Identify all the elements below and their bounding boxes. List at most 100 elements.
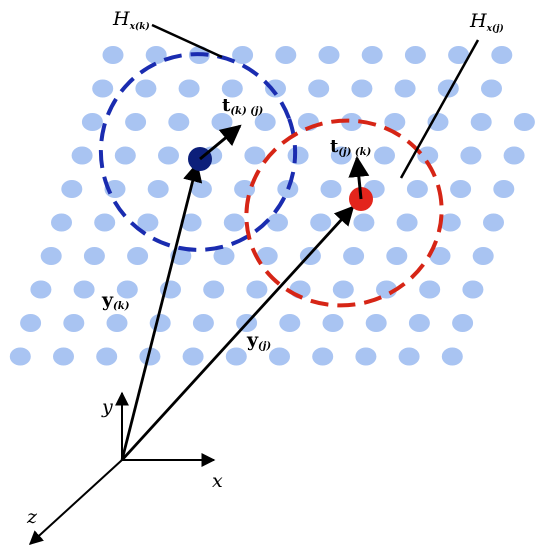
lattice-dot xyxy=(353,213,375,232)
lattice-dot xyxy=(404,46,426,64)
t-jk-vector xyxy=(348,155,370,200)
lattice-dot xyxy=(244,146,266,165)
lattice-dot xyxy=(318,46,340,64)
lattice-dot xyxy=(213,247,235,265)
lattice-dot xyxy=(320,180,342,198)
lattice-dot xyxy=(234,180,256,198)
blue-neighborhood-ellipse xyxy=(98,52,298,252)
lattice-dot xyxy=(20,314,42,332)
lattice-dot xyxy=(30,280,52,299)
label-axis-z: z xyxy=(26,506,38,528)
lattice-dot xyxy=(460,146,482,165)
lattice-dot xyxy=(51,213,72,232)
lattice-dot xyxy=(225,347,247,366)
lattice-dot xyxy=(192,314,214,332)
lattice-dot xyxy=(125,113,147,131)
lattice-dot xyxy=(114,146,136,165)
label-y-k: y(k) xyxy=(101,289,130,312)
label-y-j: y(j) xyxy=(246,329,271,352)
lattice-dot xyxy=(493,180,515,198)
lattice-dot xyxy=(341,113,363,131)
lattice-dot xyxy=(221,79,243,98)
lattice-dot xyxy=(81,113,103,131)
lattice-dot xyxy=(53,347,74,366)
lattice-dot xyxy=(439,213,461,232)
lattice-dot xyxy=(343,247,365,265)
lattice-dot xyxy=(158,146,179,165)
lattice-dot xyxy=(351,79,373,98)
sample-lattice xyxy=(9,46,535,366)
lattice-dot xyxy=(269,347,290,366)
lattice-dot xyxy=(470,113,492,131)
lattice-dot xyxy=(223,213,245,232)
lattice-dot xyxy=(503,146,525,165)
lattice-dot xyxy=(180,213,202,232)
label-h-k: Hx(k) xyxy=(112,8,150,32)
lattice-dot xyxy=(275,46,297,64)
lattice-dot xyxy=(246,280,268,299)
lattice-dot xyxy=(190,180,212,198)
lattice-dot xyxy=(491,46,513,64)
lattice-dot xyxy=(63,314,85,332)
lattice-dot xyxy=(267,213,288,232)
lattice-dot xyxy=(203,280,225,299)
lattice-dot xyxy=(96,347,118,366)
lattice-dot xyxy=(256,247,278,265)
lattice-dot xyxy=(394,79,416,98)
y-j-vector xyxy=(120,205,355,461)
lattice-dot xyxy=(147,180,169,198)
lattice-dot xyxy=(232,46,254,64)
lattice-dot xyxy=(104,180,126,198)
lattice-dot xyxy=(106,314,128,332)
lattice-dot xyxy=(450,180,472,198)
label-axis-y: y xyxy=(101,396,113,418)
lattice-dot xyxy=(441,347,463,366)
lattice-dot xyxy=(396,213,418,232)
lattice-dot xyxy=(448,46,470,64)
lattice-dot xyxy=(182,347,204,366)
lattice-dot xyxy=(145,46,167,64)
lattice-dot xyxy=(178,79,200,98)
lattice-dot xyxy=(417,146,439,165)
lattice-dot xyxy=(472,247,494,265)
lattice-dot xyxy=(384,113,406,131)
y-k-vector xyxy=(120,162,203,461)
lattice-dot xyxy=(386,247,408,265)
lattice-dot xyxy=(462,280,484,299)
lattice-dot xyxy=(265,79,286,98)
lattice-dot xyxy=(452,314,474,332)
lattice-dot xyxy=(330,146,352,165)
label-h-j: Hx(j) xyxy=(469,10,504,34)
lattice-dot xyxy=(287,146,309,165)
lattice-dot xyxy=(92,79,114,98)
lattice-dot xyxy=(9,347,31,366)
lattice-dot xyxy=(61,180,83,198)
h-j-leader-line xyxy=(399,39,480,179)
lattice-dot xyxy=(127,247,149,265)
lattice-dot xyxy=(102,46,124,64)
lattice-dot xyxy=(308,79,330,98)
lattice-dot xyxy=(483,213,504,232)
lattice-dot xyxy=(481,79,502,98)
lattice-dot xyxy=(361,46,383,64)
lattice-dot xyxy=(94,213,116,232)
lattice-dot xyxy=(254,113,276,131)
lattice-dot xyxy=(332,280,354,299)
red-neighborhood-ellipse xyxy=(244,118,444,308)
lattice-dot xyxy=(312,347,334,366)
lattice-dot xyxy=(322,314,344,332)
h-k-leader-line xyxy=(151,23,223,59)
label-t-kj: t(k) (j) xyxy=(222,95,264,117)
lattice-dot xyxy=(116,280,138,299)
lattice-dot xyxy=(135,79,157,98)
lattice-dot xyxy=(40,247,62,265)
lattice-dot xyxy=(168,113,190,131)
lattice-dot xyxy=(71,146,93,165)
lattice-dot xyxy=(374,146,395,165)
label-axis-x: x xyxy=(212,470,223,492)
lattice-dot xyxy=(406,180,428,198)
z-axis xyxy=(28,459,123,545)
lattice-dot xyxy=(149,314,171,332)
lattice-dot xyxy=(139,347,161,366)
